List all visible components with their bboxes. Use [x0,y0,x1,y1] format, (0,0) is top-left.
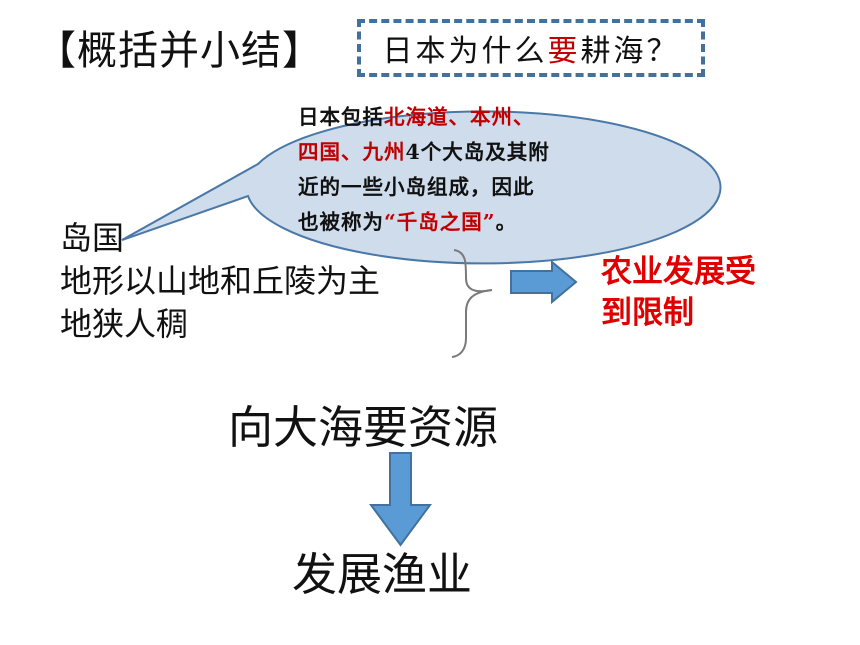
bubble-line: 也被称为“千岛之国”。 [298,205,628,240]
down-arrow [369,452,432,547]
question-highlight: 要 [547,34,581,69]
bubble-text-red: “千岛之国” [384,210,496,234]
bubble-text-plain: 4个大岛及其附 [405,140,550,164]
right-brace [451,249,493,358]
bubble-text-plain: 。 [495,210,518,234]
bubble-line: 近的一些小岛组成，因此 [298,170,628,205]
question-box: 日本为什么要耕海？ [357,19,705,77]
step-develop-fishery: 发展渔业 [292,548,473,601]
step-ocean-resources: 向大海要资源 [228,401,499,454]
feature-island-nation: 岛国 [60,219,125,257]
bubble-text-plain: 近的一些小岛组成，因此 [298,175,535,199]
result-line: 农业发展受 [601,254,756,290]
bubble-line: 四国、九州4个大岛及其附 [298,135,628,170]
bubble-text: 日本包括北海道、本州、 四国、九州4个大岛及其附 近的一些小岛组成，因此 也被称… [298,100,628,240]
question-text-after: 耕海？ [580,34,680,69]
question-text-before: 日本为什么 [382,34,548,69]
feature-dense-population: 地狭人稠 [60,305,189,343]
bubble-text-red: 四国、九州 [298,140,406,164]
speech-bubble [121,110,722,265]
feature-terrain: 地形以山地和丘陵为主 [60,262,381,300]
bubble-text-plain: 也被称为 [298,210,384,234]
result-line: 到限制 [601,295,694,331]
bubble-line: 日本包括北海道、本州、 [298,100,628,135]
bubble-text-red: 北海道、本州、 [384,105,535,129]
bubble-text-plain: 日本包括 [298,105,384,129]
right-arrow [510,259,578,305]
result-text: 农业发展受 到限制 [601,252,756,334]
page-title: 【概括并小结】 [36,28,323,74]
